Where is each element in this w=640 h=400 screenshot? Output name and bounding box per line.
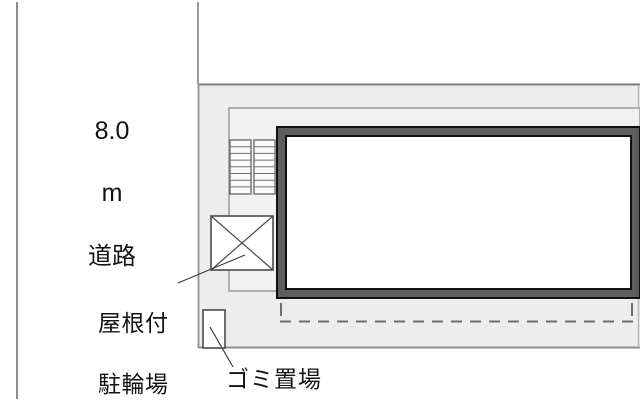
building-outer-wall-outline: [276, 126, 640, 299]
bike-parking-x-box: [210, 215, 274, 271]
bike-parking-label: 屋根付 駐輪場: [98, 278, 194, 400]
trash-area-box: [202, 309, 226, 349]
bike-parking-label-line-1: 屋根付: [98, 311, 169, 337]
trash-area-label: ゴミ置場: [226, 367, 322, 393]
bike-parking-x-stroke-2: [210, 215, 274, 271]
building-wall-band: [278, 128, 639, 297]
trash-area-leader-line: [209, 326, 234, 368]
road-width-label: 8.0 m 道路: [84, 84, 140, 304]
road-width-unit: m: [101, 179, 123, 207]
bike-parking-label-line-2: 駐輪場: [98, 372, 169, 398]
eaves-dashed-line: [280, 303, 633, 323]
road-name-label: 道路: [88, 242, 136, 270]
stair-hatching: [229, 139, 276, 195]
road-width-value: 8.0: [94, 117, 130, 145]
building-inner-wall-outline: [285, 135, 632, 290]
bike-parking-leader-line: [177, 254, 246, 284]
